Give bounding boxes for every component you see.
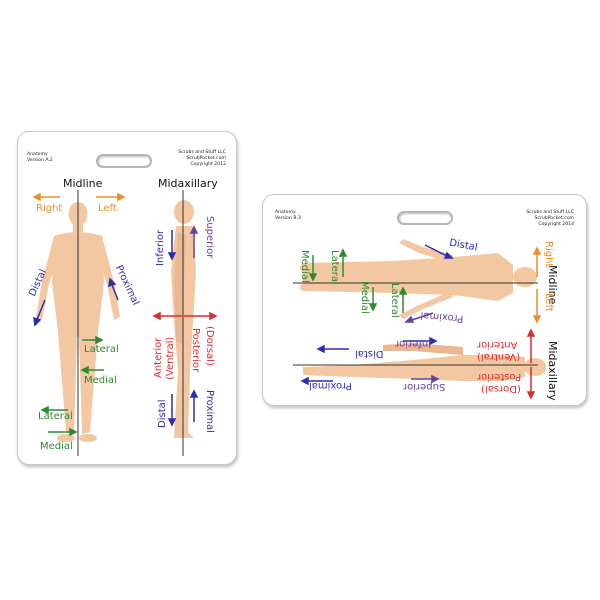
medial-label-arm: Medial — [84, 375, 117, 386]
lateral-label-foot: Lateral — [389, 283, 400, 318]
side-body-figure-horizontal — [303, 343, 546, 381]
card-a-diagram — [32, 190, 218, 456]
proximal-label-side: Proximal — [204, 390, 215, 433]
right-label: Right — [36, 203, 63, 214]
distal-label-side: Distal — [355, 348, 384, 359]
midaxillary-heading: Midaxillary — [158, 177, 218, 190]
posterior-label: Posterior — [477, 371, 522, 382]
ventral-label: (Ventral) — [165, 336, 176, 380]
lateral-label-leg: Lateral — [38, 411, 73, 422]
card-credits: Scrubs and Stuff LLC ScrubPocket.com Cop… — [178, 150, 226, 167]
dorsal-label: (Dorsal) — [481, 383, 521, 394]
card-b-diagram — [293, 239, 546, 400]
midaxillary-heading: Midaxillary — [546, 341, 559, 401]
proximal-label-leg: Proximal — [309, 380, 352, 391]
anatomy-card-vertical: Anatomy Version A.2 Scrubs and Stuff LLC… — [17, 131, 237, 465]
left-label: Left — [98, 203, 117, 214]
lanyard-slot — [96, 154, 152, 168]
medial-label-foot: Medial — [359, 281, 370, 314]
midline-heading: Midline — [63, 177, 103, 190]
right-label: Right — [543, 241, 554, 268]
card-title: Anatomy Version A.2 — [27, 152, 53, 163]
superior-label: Superior — [403, 381, 446, 392]
ventral-label: (Ventral) — [477, 351, 521, 362]
medial-label-leg: Medial — [40, 441, 73, 452]
inferior-label: Inferior — [395, 338, 432, 349]
anterior-label: Anterior — [477, 339, 518, 350]
card-title: Anatomy Version B.3 — [275, 210, 301, 221]
front-body-figure-horizontal — [300, 239, 537, 319]
lateral-label-hand: Lateral — [329, 250, 340, 285]
lateral-label-arm: Lateral — [84, 344, 119, 355]
dorsal-label: (Dorsal) — [204, 326, 215, 366]
card-credits: Scrubs and Stuff LLC ScrubPocket.com Cop… — [526, 210, 574, 227]
anatomy-card-horizontal: Anatomy Version B.3 Scrubs and Stuff LLC… — [262, 194, 587, 406]
distal-label-side: Distal — [157, 399, 168, 428]
medial-label-hand: Medial — [299, 250, 310, 283]
superior-label: Superior — [204, 216, 215, 259]
inferior-label: Inferior — [155, 229, 166, 266]
posterior-label: Posterior — [190, 328, 201, 373]
anterior-label: Anterior — [153, 337, 164, 378]
left-label: Left — [543, 293, 554, 312]
lanyard-slot — [397, 211, 453, 225]
